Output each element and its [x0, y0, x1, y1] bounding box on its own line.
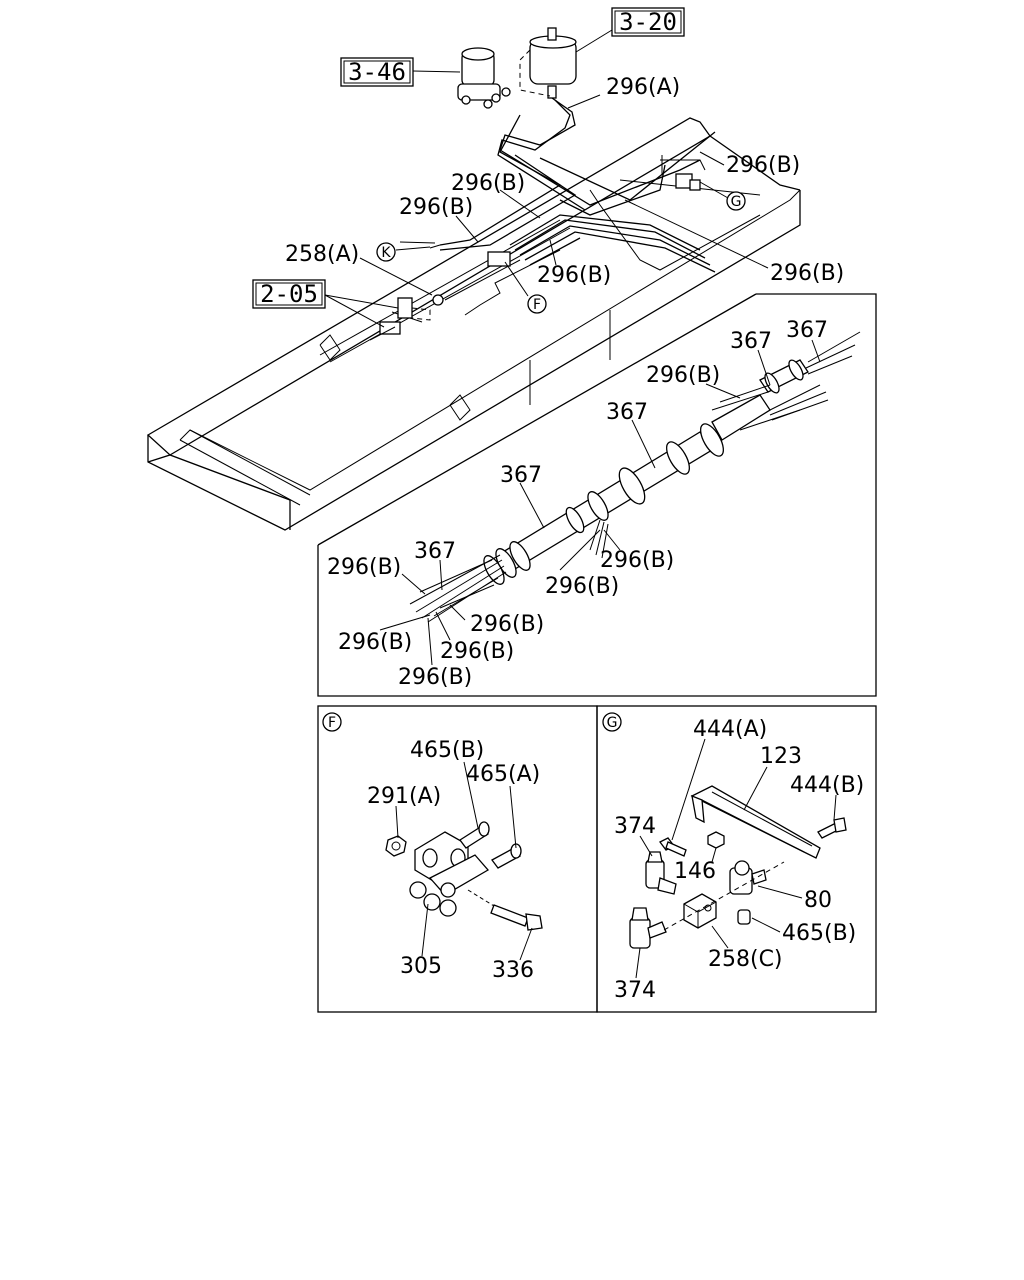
harness-sleeve — [483, 359, 809, 585]
harness-label-296b-lower-a: 296(B) — [470, 612, 544, 637]
detail-g-label-444a: 444(A) — [693, 717, 767, 742]
detail-g-leader-lines — [635, 738, 837, 979]
harness-label-367-d: 367 — [500, 463, 542, 488]
detail-g-label-374-lower: 374 — [614, 978, 656, 1003]
detail-f-tag-letter: F — [328, 715, 336, 731]
detail-f-leader-lines — [395, 761, 533, 961]
detail-g-label-146: 146 — [674, 859, 716, 884]
harness-label-367-e: 367 — [414, 539, 456, 564]
detail-f-label-291a: 291(A) — [367, 784, 441, 809]
detail-f-label-336: 336 — [492, 958, 534, 983]
part-label-258a: 258(A) — [285, 242, 359, 267]
detail-g-label-374-upper: 374 — [614, 814, 656, 839]
harness-detail-panel: 367 367 367 367 367 296(B) 296(B) 296(B)… — [317, 293, 877, 697]
detail-g-label-123: 123 — [760, 744, 802, 769]
detail-g-panel: G — [596, 705, 877, 1013]
part-label-296b-lower: 296(B) — [537, 263, 611, 288]
harness-label-367-b: 367 — [786, 318, 828, 343]
detail-f-label-465a: 465(A) — [466, 762, 540, 787]
harness-label-367-a: 367 — [730, 329, 772, 354]
reference-3-20-label: 3-20 — [619, 8, 677, 36]
part-label-296b-right-upper: 296(B) — [726, 153, 800, 178]
harness-label-367-c: 367 — [606, 400, 648, 425]
top-assembly: 3-20 3-46 2-05 K F G 296(A) 296(B) 296(B… — [146, 7, 844, 531]
harness-label-296b-lower-c: 296(B) — [440, 639, 514, 664]
reference-2-05-label: 2-05 — [260, 280, 318, 308]
harness-leader-lines — [379, 339, 821, 666]
part-label-296b-center: 296(B) — [451, 171, 525, 196]
detail-f-panel: F — [317, 705, 598, 1013]
part-label-296a: 296(A) — [606, 75, 680, 100]
callout-circle-k: K — [376, 242, 396, 262]
harness-pipes — [409, 331, 861, 623]
air-tank-component — [519, 27, 577, 99]
detail-g-tag: G — [602, 712, 622, 732]
harness-label-296b-mid-right: 296(B) — [600, 548, 674, 573]
detail-g-parts — [629, 785, 847, 949]
callout-f-letter: F — [533, 297, 541, 313]
detail-g-label-80: 80 — [804, 888, 832, 913]
reference-3-46-label: 3-46 — [348, 58, 406, 86]
callout-g-letter: G — [731, 194, 742, 210]
reference-box-3-20: 3-20 — [611, 7, 685, 37]
detail-g-label-465b: 465(B) — [782, 921, 856, 946]
detail-f-tag: F — [322, 712, 342, 732]
part-label-296b-left: 296(B) — [399, 195, 473, 220]
detail-f-label-465b: 465(B) — [410, 738, 484, 763]
chassis-frame — [146, 117, 801, 531]
reference-box-3-46: 3-46 — [340, 57, 414, 87]
detail-g-label-258c: 258(C) — [708, 947, 783, 972]
harness-label-296b-lower-d: 296(B) — [398, 665, 472, 690]
callout-circle-f: F — [527, 294, 547, 314]
air-dryer-component — [457, 47, 511, 109]
detail-g-label-444b: 444(B) — [790, 773, 864, 798]
top-leader-lines — [324, 29, 769, 328]
detail-g-tag-letter: G — [607, 715, 618, 731]
harness-label-296b-top: 296(B) — [646, 363, 720, 388]
part-label-296b-right-lower: 296(B) — [770, 261, 844, 286]
callout-k-letter: K — [381, 245, 391, 261]
detail-f-parts — [385, 821, 543, 931]
harness-label-296b-mid: 296(B) — [545, 574, 619, 599]
harness-label-296b-lower-b: 296(B) — [338, 630, 412, 655]
callout-circle-g: G — [726, 191, 746, 211]
reference-box-2-05: 2-05 — [252, 279, 326, 309]
harness-label-296b-left: 296(B) — [327, 555, 401, 580]
detail-f-label-305: 305 — [400, 954, 442, 979]
pipe-bundle — [369, 97, 716, 341]
